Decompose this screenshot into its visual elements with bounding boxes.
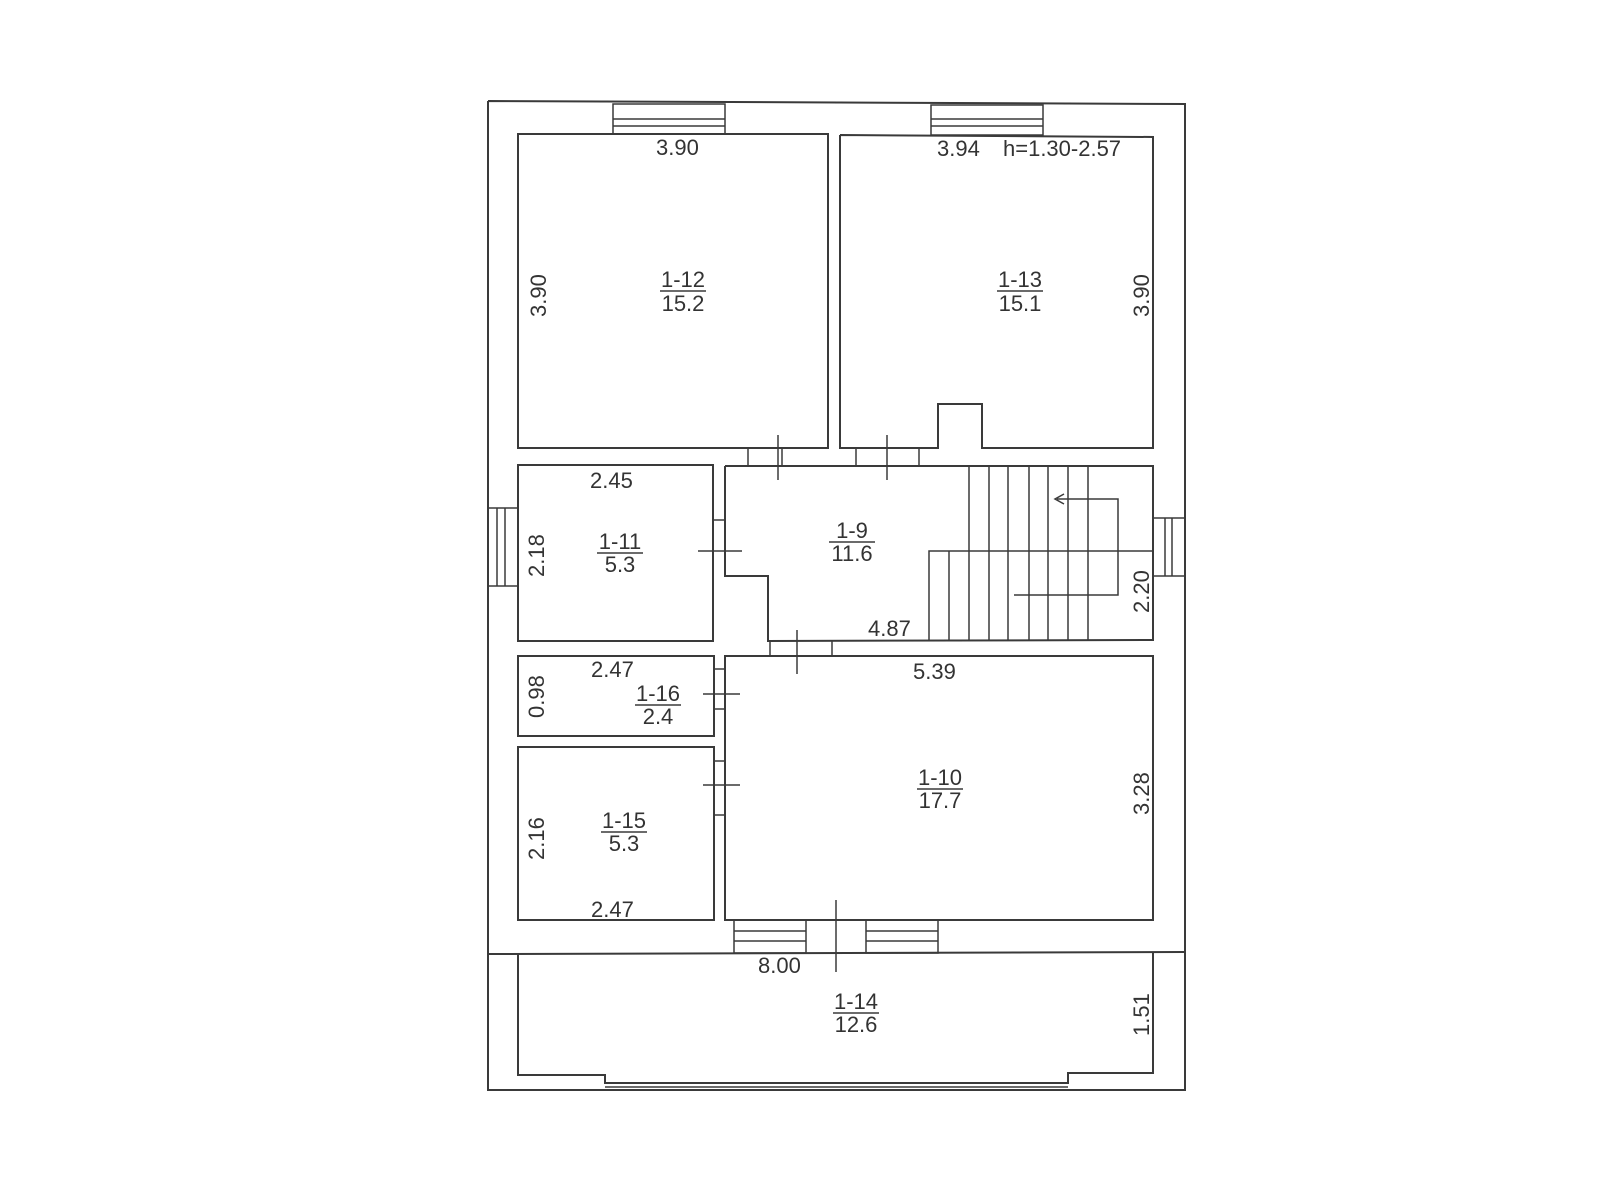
- svg-text:15.2: 15.2: [662, 291, 705, 316]
- room-1-11: [517, 464, 714, 642]
- room-1-12: [517, 133, 829, 449]
- dim-1-9-right: 2.20: [1129, 570, 1154, 613]
- svg-text:1-11: 1-11: [599, 529, 641, 554]
- door-1-12: [747, 435, 783, 480]
- svg-text:1-9: 1-9: [836, 518, 868, 543]
- door-1-15: [703, 760, 740, 816]
- window-left: [487, 507, 519, 587]
- svg-text:1-10: 1-10: [918, 765, 962, 790]
- dim-1-15-left: 2.16: [524, 817, 549, 860]
- svg-text:1-16: 1-16: [636, 681, 680, 706]
- svg-text:11.6: 11.6: [831, 541, 872, 566]
- window-bottom-left: [733, 919, 807, 954]
- dim-1-16-left: 0.98: [524, 675, 549, 718]
- svg-text:2.4: 2.4: [643, 704, 674, 729]
- dim-1-11-left: 2.18: [524, 534, 549, 577]
- dim-1-14-right: 1.51: [1129, 993, 1154, 1036]
- dim-1-13-height: h=1.30-2.57: [1003, 136, 1121, 161]
- dim-1-16-top: 2.47: [591, 657, 634, 682]
- dim-1-9-bottom: 4.87: [868, 616, 911, 641]
- room-label-1-9: 1-9 11.6: [829, 518, 875, 566]
- door-1-13: [855, 435, 920, 480]
- dim-1-11-top: 2.45: [590, 468, 633, 493]
- room-label-1-13: 1-13 15.1: [997, 267, 1043, 316]
- dim-1-10-top: 5.39: [913, 659, 956, 684]
- room-label-1-11: 1-11 5.3: [597, 529, 643, 577]
- dim-1-13-right: 3.90: [1129, 274, 1154, 317]
- svg-text:1-15: 1-15: [602, 808, 646, 833]
- room-1-15: [517, 746, 715, 921]
- dim-1-13-top: 3.94: [937, 136, 980, 161]
- svg-text:5.3: 5.3: [605, 552, 636, 577]
- dim-1-12-top: 3.90: [656, 135, 699, 160]
- svg-text:12.6: 12.6: [835, 1012, 878, 1037]
- room-label-1-16: 1-16 2.4: [635, 681, 681, 729]
- svg-text:1-14: 1-14: [834, 989, 878, 1014]
- room-label-1-12: 1-12 15.2: [660, 267, 706, 316]
- stair-direction-arrow: [1014, 498, 1119, 596]
- room-1-10: [724, 655, 1154, 921]
- dim-1-15-bottom: 2.47: [591, 897, 634, 922]
- room-1-13: [839, 134, 1154, 449]
- door-1-11: [698, 519, 742, 552]
- svg-text:1-12: 1-12: [661, 267, 705, 292]
- room-1-9: [724, 465, 1154, 643]
- room-label-1-15: 1-15 5.3: [601, 808, 647, 856]
- dim-1-10-right: 3.28: [1129, 772, 1154, 815]
- svg-text:1-13: 1-13: [998, 267, 1042, 292]
- dim-1-12-left: 3.90: [526, 274, 551, 317]
- room-1-14: [517, 952, 1154, 1084]
- svg-text:17.7: 17.7: [919, 788, 962, 813]
- room-label-1-14: 1-14 12.6: [833, 989, 879, 1037]
- door-1-10: [769, 630, 833, 674]
- svg-text:15.1: 15.1: [999, 291, 1042, 316]
- window-top-left: [612, 103, 726, 135]
- staircase: [928, 466, 1153, 640]
- window-right: [1152, 517, 1186, 577]
- room-1-16: [517, 655, 715, 737]
- window-bottom-right: [865, 919, 939, 954]
- room-label-1-10: 1-10 17.7: [917, 765, 963, 813]
- dim-1-14-top: 8.00: [758, 953, 801, 978]
- door-1-16: [703, 668, 740, 710]
- svg-text:5.3: 5.3: [609, 831, 640, 856]
- window-top-right: [930, 104, 1044, 136]
